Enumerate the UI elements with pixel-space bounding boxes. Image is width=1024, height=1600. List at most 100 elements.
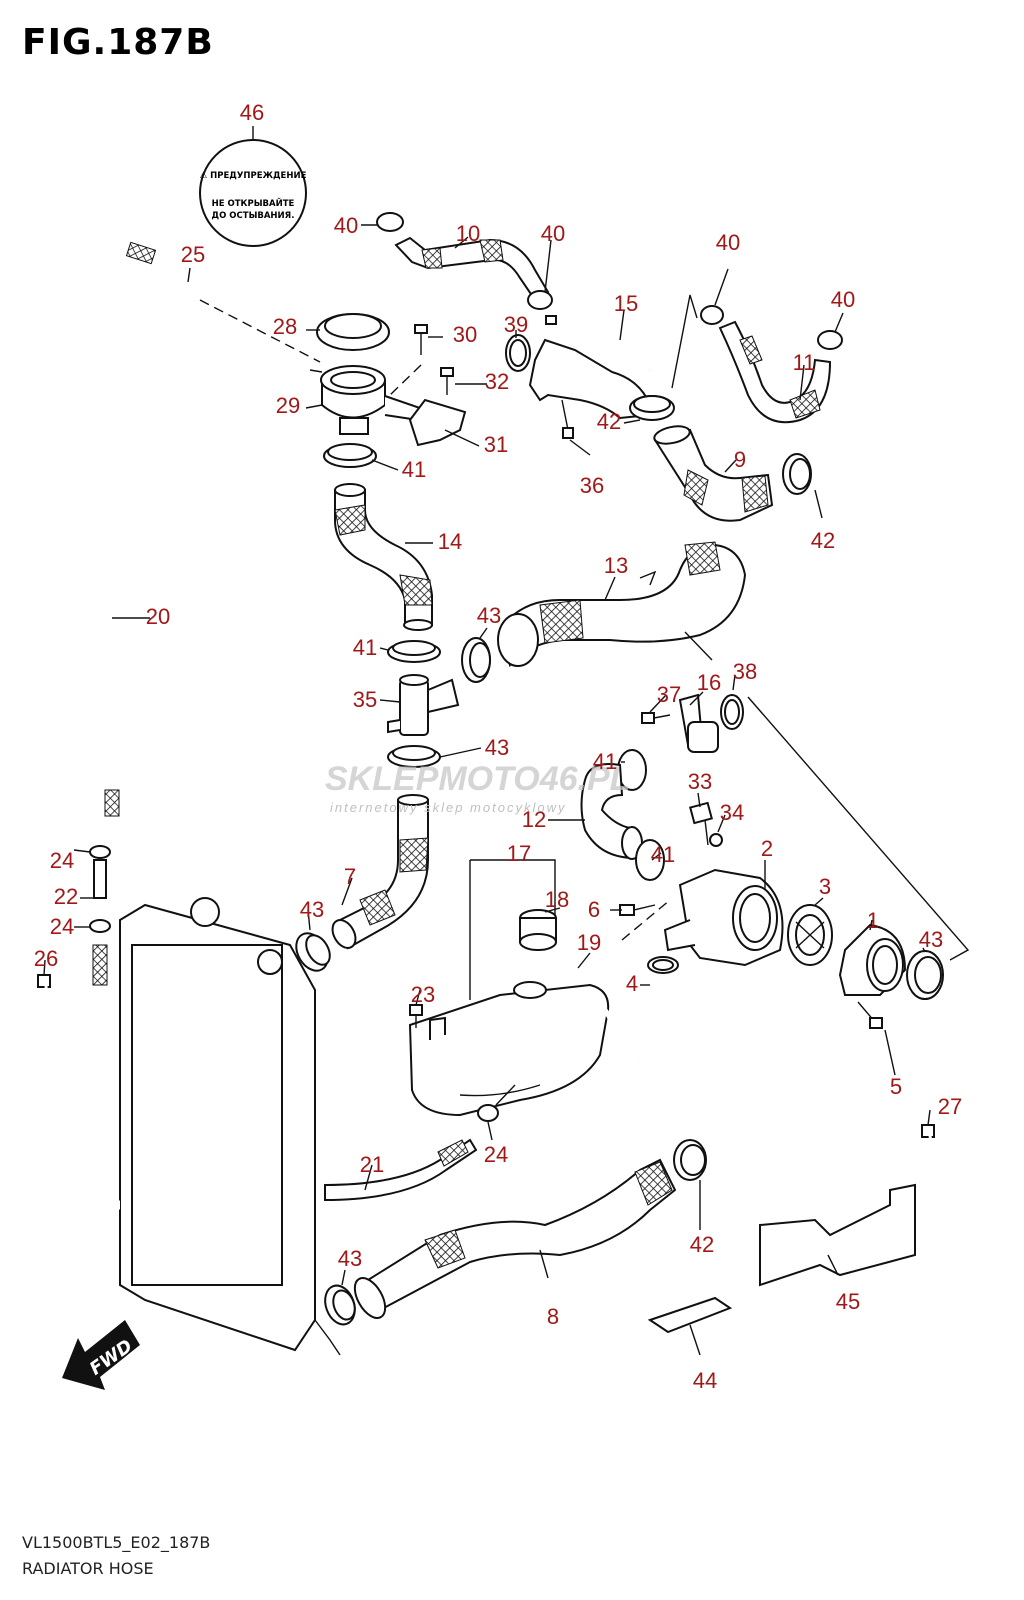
clamp-43-middle (387, 745, 441, 768)
part-label: 16 (697, 670, 721, 695)
part-label: 24 (50, 914, 74, 939)
clamp-40-c (700, 305, 724, 325)
warning-line-1: ⚠ ПРЕДУПРЕЖДЕНИЕ (200, 171, 307, 181)
thermostat-3 (787, 904, 833, 966)
figure-title: FIG.187B (22, 22, 214, 63)
part-label: 18 (545, 887, 569, 912)
part-label: 12 (522, 807, 546, 832)
o-ring-39 (505, 334, 531, 372)
reservoir-tank-19 (408, 951, 641, 1117)
clamp-24-lower (89, 919, 111, 933)
o-ring-38 (720, 694, 744, 730)
part-label: 6 (588, 897, 600, 922)
part-label: 13 (604, 553, 628, 578)
cable-tie-26 (37, 974, 54, 1101)
part-label: 42 (811, 528, 835, 553)
part-label: 43 (477, 603, 501, 628)
part-labels: 46 25 28 30 29 32 31 41 14 20 40 10 40 3… (34, 100, 962, 1393)
clamp-41-middle (387, 640, 441, 663)
part-label: 35 (353, 687, 377, 712)
water-pipe-15 (528, 315, 653, 420)
part-label: 30 (453, 322, 477, 347)
part-label: 46 (240, 100, 264, 125)
o-ring-4 (647, 956, 679, 974)
bolt-5 (857, 1001, 883, 1029)
label-sheet-45 (759, 1183, 916, 1287)
hose-10 (394, 236, 550, 302)
part-label: 37 (657, 682, 681, 707)
part-label: 11 (793, 350, 816, 375)
part-label: 29 (276, 393, 300, 418)
part-label: 17 (507, 841, 531, 866)
thermostat-housing-2 (663, 868, 784, 967)
part-label: 24 (50, 848, 74, 873)
hose-11 (718, 320, 832, 424)
bolt-36 (561, 399, 574, 439)
part-label: 43 (485, 735, 509, 760)
filler-cap-28 (316, 313, 390, 351)
part-label: 2 (761, 836, 773, 861)
part-label: 41 (402, 457, 426, 482)
forward-arrow: FWD (62, 1320, 140, 1390)
part-label: 42 (597, 409, 621, 434)
part-label: 41 (593, 749, 617, 774)
clamp-42-upper (629, 395, 675, 421)
part-label: 31 (484, 432, 508, 457)
hose-21 (324, 1138, 478, 1202)
part-label: 26 (34, 946, 58, 971)
hose-22 (93, 859, 107, 899)
part-label: 23 (411, 982, 435, 1007)
bolt-32 (440, 367, 454, 395)
part-label: 43 (919, 927, 943, 952)
clamp-42-right (782, 453, 812, 495)
clamp-43-upper (461, 637, 491, 683)
thermo-switch-housing-35 (387, 674, 460, 736)
clamp-40-b (527, 290, 553, 310)
part-label: 45 (836, 1289, 860, 1314)
radiator-core (119, 897, 341, 1356)
watermark-tagline: internetowy sklep motocyklowy (330, 800, 566, 815)
watermark: SKLEPMOTO46.PL internetowy sklep motocyk… (325, 760, 630, 815)
reservoir-cap-18 (519, 909, 557, 951)
hose-13 (497, 541, 747, 668)
part-label: 39 (504, 312, 528, 337)
clamp-40-a (376, 212, 404, 232)
thermostat-cover-1 (838, 923, 907, 996)
bolt-37 (641, 712, 671, 724)
warning-line-3: ДО ОСТЫВАНИЯ. (212, 211, 295, 221)
figure-name: RADIATOR HOSE (22, 1559, 154, 1578)
hose-14 (334, 483, 433, 631)
part-label: 4 (626, 971, 638, 996)
warning-line-2: НЕ ОТКРЫВАЙТЕ (212, 197, 295, 209)
part-label: 40 (541, 221, 565, 246)
clamp-43-lower (324, 1284, 356, 1326)
clamp-41-lower (635, 839, 665, 881)
part-label: 8 (547, 1304, 559, 1329)
clamp-24-upper (89, 845, 111, 859)
warning-label-part: ⚠ ПРЕДУПРЕЖДЕНИЕ НЕ ОТКРЫВАЙТЕ ДО ОСТЫВА… (199, 126, 307, 247)
clamp-42-lower (673, 1139, 707, 1181)
part-label: 42 (690, 1232, 714, 1257)
hose-8 (353, 1158, 677, 1319)
part-label: 41 (651, 842, 675, 867)
part-label: 40 (334, 213, 358, 238)
part-label: 9 (734, 447, 746, 472)
clamp-43-right (906, 950, 944, 1000)
part-label: 25 (181, 242, 205, 267)
part-label: 5 (890, 1074, 902, 1099)
leader-lines (43, 224, 931, 1356)
hose-lower-left (70, 940, 121, 1210)
bolt-30 (414, 324, 428, 355)
part-label: 22 (54, 884, 78, 909)
hose-9 (653, 425, 774, 522)
temp-sensor-33 (689, 801, 713, 846)
filler-neck-29 (309, 365, 422, 435)
clamp-24-middle (477, 1104, 499, 1122)
hose-7 (331, 794, 429, 950)
part-label: 43 (300, 897, 324, 922)
union-16 (678, 693, 719, 753)
clamp-40-d (817, 330, 843, 350)
part-label: 21 (360, 1152, 384, 1177)
part-label: 7 (344, 864, 356, 889)
